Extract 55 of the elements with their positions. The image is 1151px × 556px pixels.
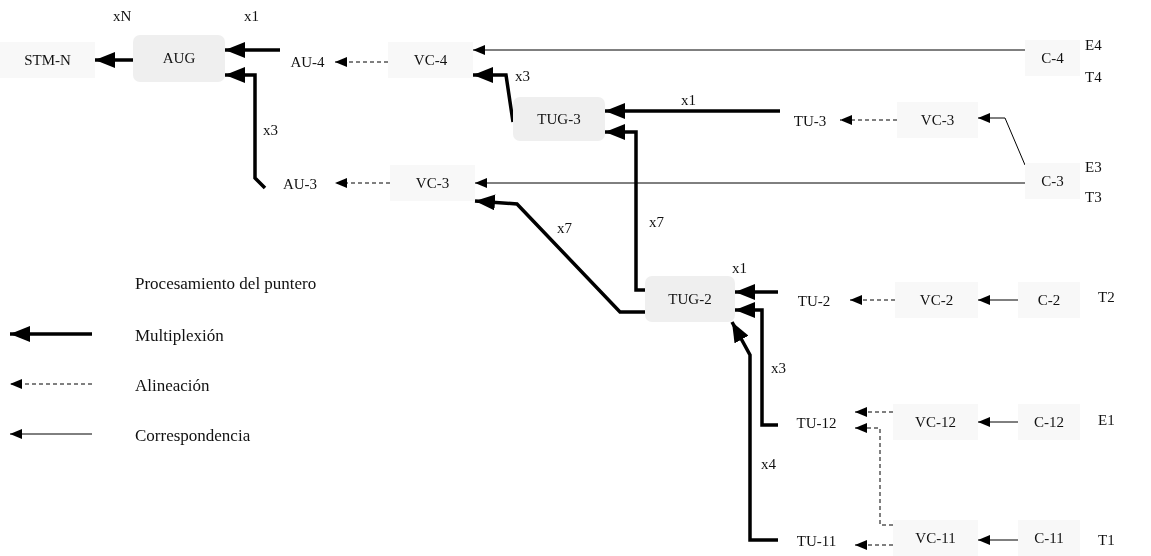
multiplexing-arrow — [473, 67, 515, 123]
signal-label: T3 — [1085, 190, 1102, 205]
label-box: VC-3 — [390, 165, 475, 201]
process-box: TUG-3 — [513, 97, 605, 141]
signal-label: T2 — [1098, 290, 1115, 305]
alignment-arrow — [839, 115, 898, 125]
alignment-arrow — [334, 57, 389, 67]
signal-label: E1 — [1098, 413, 1115, 428]
alignment-arrow — [849, 295, 896, 305]
multiplexing-arrow — [95, 52, 133, 68]
alignment-arrow — [334, 178, 391, 188]
multiplexing-arrow — [730, 321, 778, 542]
label-box: C-2 — [1018, 282, 1080, 318]
signal-label: E4 — [1085, 38, 1102, 53]
label-box: VC-12 — [893, 404, 978, 440]
mapping-arrow — [977, 417, 1019, 427]
mapping-arrow — [977, 295, 1019, 305]
node-label: TU-11 — [778, 526, 855, 556]
legend-label: Multiplexión — [135, 327, 224, 344]
alignment-arrow — [854, 540, 894, 550]
label-box: VC-11 — [893, 520, 978, 556]
mapping-arrow — [472, 45, 1026, 55]
mapping-arrow — [977, 113, 1026, 166]
label-box: VC-4 — [388, 42, 473, 78]
label-box: C-4 — [1025, 40, 1080, 76]
alignment-arrow — [854, 423, 894, 526]
multiplexing-arrow — [474, 194, 645, 314]
signal-label: T1 — [1098, 533, 1115, 548]
node-label: AU-3 — [265, 170, 335, 198]
multiplexing-arrow — [735, 284, 778, 300]
node-label: TU-12 — [778, 408, 855, 438]
label-box: C-3 — [1025, 163, 1080, 199]
label-box: C-12 — [1018, 404, 1080, 440]
node-label: TU-3 — [780, 106, 840, 136]
process-box: AUG — [133, 35, 225, 82]
multiplexing-arrow — [225, 42, 280, 58]
multiplexing-arrow — [605, 103, 780, 119]
signal-label: E3 — [1085, 160, 1102, 175]
label-box: VC-3 — [897, 102, 978, 138]
process-box: TUG-2 — [645, 276, 735, 322]
node-label: TU-2 — [778, 286, 850, 316]
mapping-arrow — [977, 535, 1019, 545]
alignment-arrow — [854, 407, 894, 417]
signal-label: T4 — [1085, 70, 1102, 85]
legend-label: Alineación — [135, 377, 210, 394]
label-box: VC-2 — [895, 282, 978, 318]
node-label: AU-4 — [280, 48, 335, 76]
label-box: STM-N — [0, 42, 95, 78]
multiplexing-arrow — [225, 67, 267, 190]
mapping-arrow — [474, 178, 1026, 188]
multiplexing-arrow — [735, 302, 778, 427]
label-box: C-11 — [1018, 520, 1080, 556]
multiplexing-arrow — [605, 124, 645, 292]
legend-label: Correspondencia — [135, 427, 251, 444]
legend-label: Procesamiento del puntero — [135, 275, 317, 292]
